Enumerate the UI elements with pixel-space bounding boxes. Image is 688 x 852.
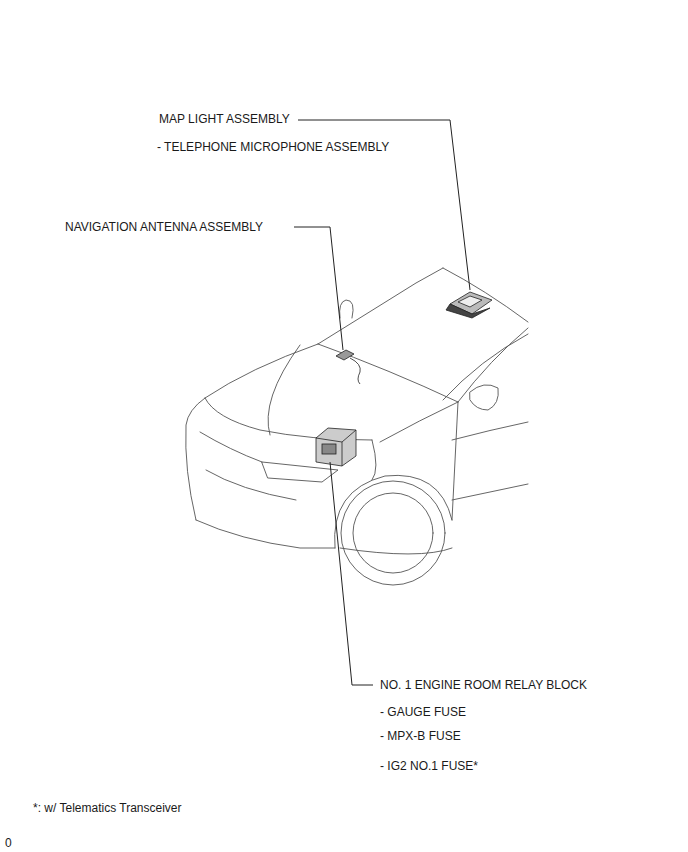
fender-line xyxy=(372,440,376,480)
part-label: NAVIGATION ANTENNA ASSEMBLY xyxy=(65,220,263,234)
grille-top xyxy=(200,432,262,462)
part-label: MAP LIGHT ASSEMBLY xyxy=(159,112,290,126)
roof-line xyxy=(443,268,528,322)
antenna-part xyxy=(336,350,360,384)
hood-side xyxy=(380,402,458,442)
side-line xyxy=(452,484,528,500)
door-line xyxy=(452,402,458,520)
footnote: *: w/ Telematics Transceiver xyxy=(33,801,182,815)
hood-edge xyxy=(205,344,318,398)
rocker-line xyxy=(340,548,452,554)
relay-block-edge xyxy=(342,442,343,466)
leader-line xyxy=(294,227,343,350)
sub-part-label: - IG2 NO.1 FUSE* xyxy=(380,759,478,773)
tire xyxy=(341,481,445,585)
rim xyxy=(353,493,433,573)
sub-part-label: - TELEPHONE MICROPHONE ASSEMBLY xyxy=(157,140,389,154)
sub-part-label: - MPX-B FUSE xyxy=(380,729,461,743)
right-pillar xyxy=(458,328,528,402)
belt-line xyxy=(452,422,528,440)
a-pillar-line xyxy=(318,268,443,344)
side-mirror xyxy=(470,385,498,410)
windshield-edge xyxy=(443,334,528,400)
bumper-left xyxy=(186,398,205,520)
relay-block-edge xyxy=(316,430,356,442)
cowl-line xyxy=(318,344,458,402)
part-label: NO. 1 ENGINE ROOM RELAY BLOCK xyxy=(380,678,587,692)
bumper-line xyxy=(206,470,296,500)
relay-block-part xyxy=(316,428,356,466)
page-number: 0 xyxy=(5,836,12,850)
relay-block-fuse xyxy=(322,444,336,454)
hood-crease xyxy=(268,345,300,435)
wheel-arch xyxy=(335,475,452,548)
leader-line xyxy=(330,462,373,685)
antenna-cable xyxy=(350,358,360,384)
bumper-bottom xyxy=(196,520,335,548)
sub-part-label: - GAUGE FUSE xyxy=(380,705,466,719)
mirror-outline xyxy=(340,300,354,318)
headlight xyxy=(262,462,338,482)
map-light-part xyxy=(446,292,492,318)
relay-block-body xyxy=(316,428,356,466)
map-light-lens xyxy=(458,296,482,307)
